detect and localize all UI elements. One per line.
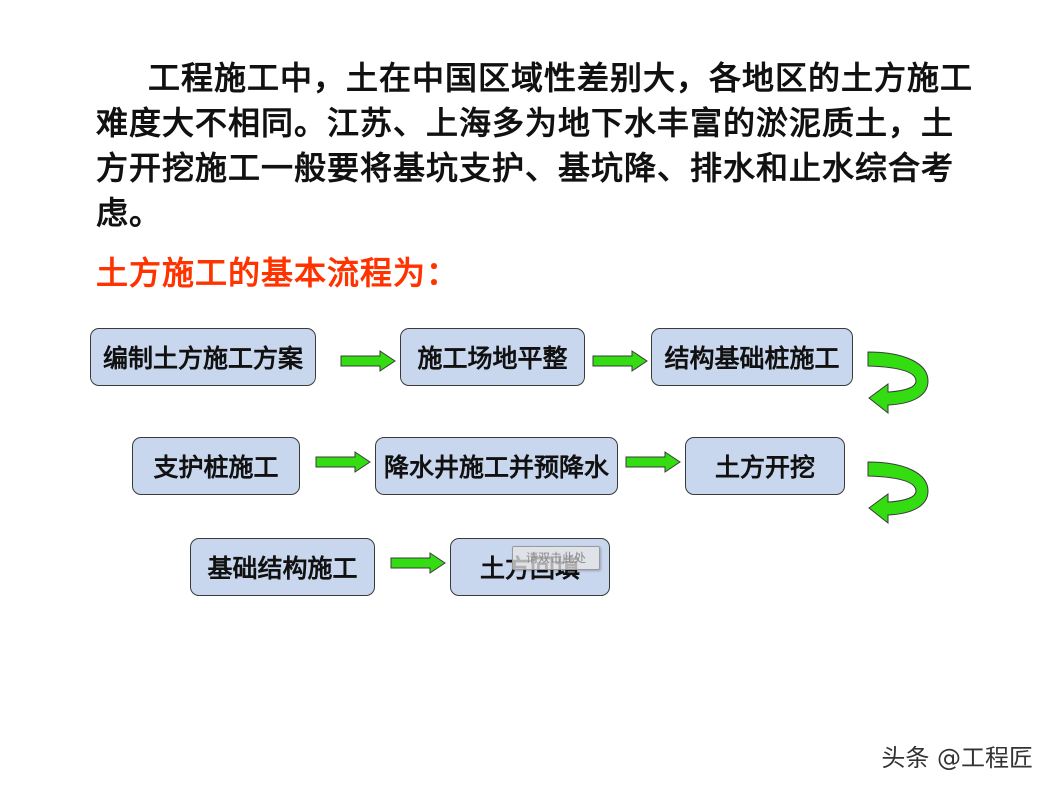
right-arrow-icon — [315, 451, 371, 473]
curved-turn-arrow-icon — [867, 461, 929, 525]
intro-paragraph: 工程施工中，土在中国区域性差别大，各地区的土方施工难度大不相同。江苏、上海多为地… — [96, 59, 974, 232]
watermark: 头条 @工程匠 — [881, 744, 1033, 772]
right-arrow-icon — [390, 552, 446, 574]
flow-step-7: 基础结构施工 — [190, 538, 375, 596]
curved-turn-arrow-icon — [867, 351, 929, 415]
right-arrow-icon — [340, 350, 396, 372]
flow-step-2: 施工场地平整 — [400, 328, 585, 386]
flow-heading: 土方施工的基本流程为： — [96, 254, 460, 292]
flow-step-6: 土方开挖 — [685, 437, 845, 495]
flow-step-4: 支护桩施工 — [132, 437, 300, 495]
placeholder-overlay-tag[interactable]: 请双击此处 — [512, 546, 600, 570]
flow-step-5: 降水井施工并预降水 — [375, 437, 618, 495]
flow-step-1: 编制土方施工方案 — [90, 328, 316, 386]
right-arrow-icon — [592, 350, 648, 372]
flow-step-3: 结构基础桩施工 — [651, 328, 853, 386]
right-arrow-icon — [625, 451, 681, 473]
